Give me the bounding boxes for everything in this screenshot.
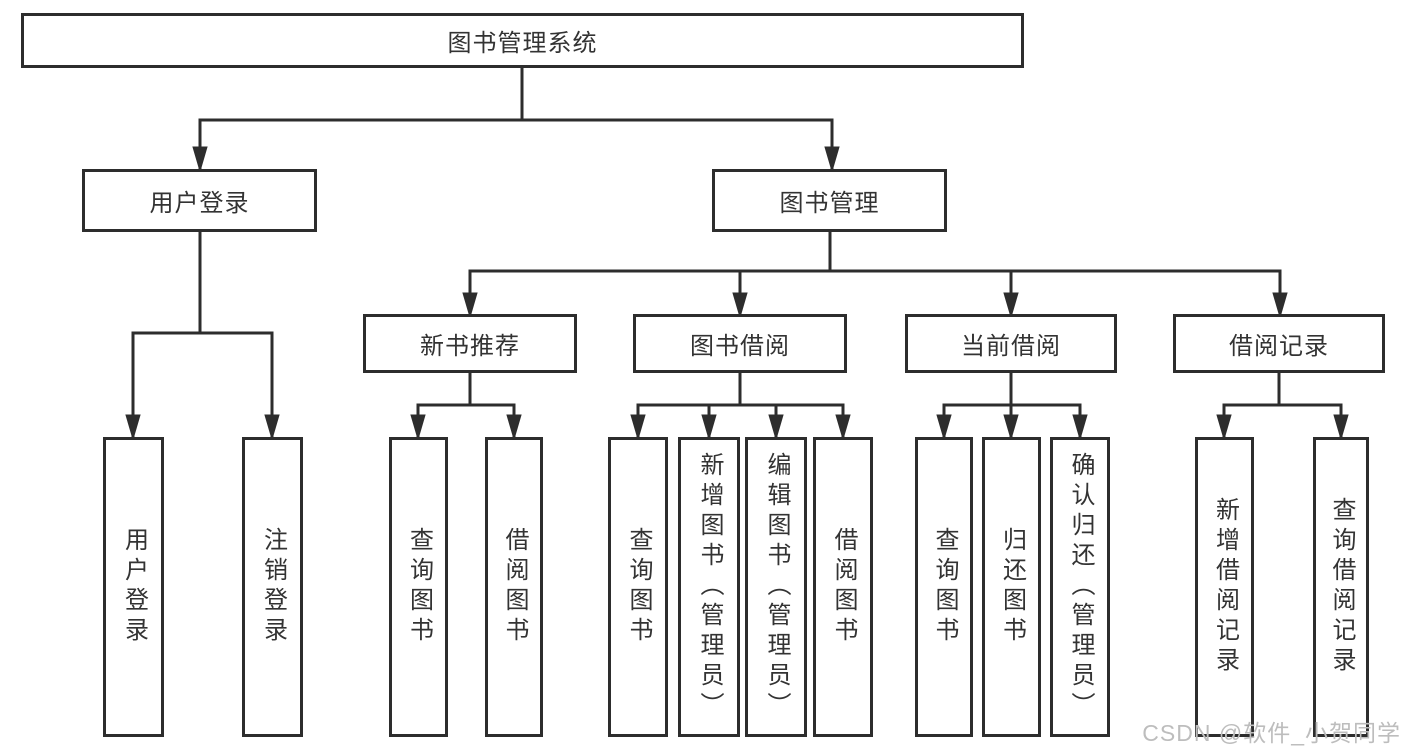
leaf-add-book-admin: 新增图书（管理员） bbox=[678, 437, 740, 737]
node-root: 图书管理系统 bbox=[21, 13, 1024, 68]
leaf-logout: 注销登录 bbox=[242, 437, 303, 737]
leaf-edit-book-admin: 编辑图书（管理员） bbox=[745, 437, 807, 737]
node-borrow-records: 借阅记录 bbox=[1173, 314, 1385, 373]
leaf-borrow-books-recommend: 借阅图书 bbox=[485, 437, 543, 737]
csdn-watermark: CSDN @软件_小贺同学 bbox=[1142, 720, 1401, 746]
node-new-book-recommend: 新书推荐 bbox=[363, 314, 577, 373]
leaf-query-books-current: 查询图书 bbox=[915, 437, 973, 737]
node-book-management: 图书管理 bbox=[712, 169, 947, 232]
leaf-return-books: 归还图书 bbox=[982, 437, 1041, 737]
leaf-query-books-borrow: 查询图书 bbox=[608, 437, 668, 737]
leaf-user-login: 用户登录 bbox=[103, 437, 164, 737]
node-user-login: 用户登录 bbox=[82, 169, 317, 232]
node-current-borrow: 当前借阅 bbox=[905, 314, 1117, 373]
node-book-borrow: 图书借阅 bbox=[633, 314, 847, 373]
leaf-query-books-recommend: 查询图书 bbox=[389, 437, 448, 737]
leaf-query-borrow-record: 查询借阅记录 bbox=[1313, 437, 1369, 737]
leaf-borrow-books: 借阅图书 bbox=[813, 437, 873, 737]
leaf-add-borrow-record: 新增借阅记录 bbox=[1195, 437, 1254, 737]
leaf-confirm-return-admin: 确认归还（管理员） bbox=[1050, 437, 1110, 737]
